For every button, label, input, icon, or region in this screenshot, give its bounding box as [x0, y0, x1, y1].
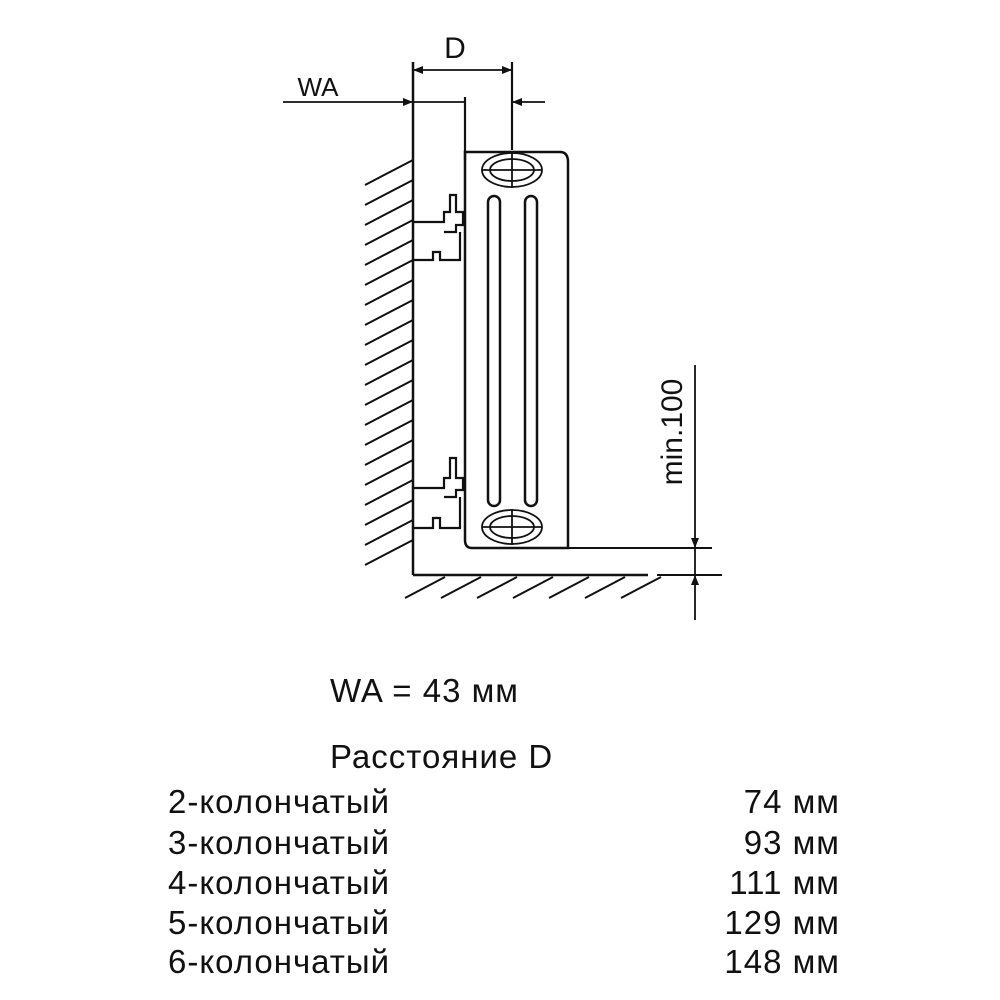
hatch-line [364, 419, 414, 446]
row-value: 129 мм [724, 904, 840, 941]
hatch-line [584, 576, 626, 599]
hatch-line [364, 479, 414, 506]
radiator-tube [523, 194, 539, 508]
row-value: 148 мм [724, 943, 840, 980]
table-title: Расстояние D [330, 738, 554, 775]
hatch-line [364, 539, 414, 566]
hatch-line [364, 459, 414, 486]
hatch-line [512, 576, 554, 599]
hatch-line [364, 519, 414, 546]
row-value: 93 мм [743, 824, 840, 861]
wall-hatching [364, 159, 414, 566]
hatch-line [404, 576, 446, 599]
hatch-line [364, 219, 414, 246]
top-connector-icon [481, 152, 543, 188]
table-row: 6-колончатый 148 мм [168, 943, 840, 983]
hatch-line [476, 576, 518, 599]
radiator-body [463, 150, 570, 550]
hatch-line [364, 379, 414, 406]
row-type: 2-колончатый [168, 783, 391, 820]
hatch-line [440, 576, 482, 599]
hatch-line [364, 299, 414, 326]
row-type: 5-колончатый [168, 904, 391, 941]
radiator-tube [486, 194, 502, 508]
table-row: 2-колончатый 74 мм [168, 783, 840, 823]
bottom-bracket [413, 456, 465, 530]
hatch-line [364, 159, 414, 186]
hatch-line [364, 339, 414, 366]
wa-value: WA = 43 мм [330, 672, 519, 709]
row-type: 4-колончатый [168, 864, 391, 901]
hatch-line [620, 576, 662, 599]
d-label: D [444, 32, 466, 65]
min-distance-label: min.100 [656, 379, 689, 486]
table-row: 3-колончатый 93 мм [168, 824, 840, 864]
hatch-line [364, 399, 414, 426]
hatch-line [364, 359, 414, 386]
hatch-line [364, 239, 414, 266]
hatch-line [364, 319, 414, 346]
hatch-line [364, 279, 414, 306]
table-row: 5-колончатый 129 мм [168, 904, 840, 944]
hatch-line [364, 259, 414, 286]
bottom-connector-icon [481, 509, 543, 545]
row-type: 6-колончатый [168, 943, 391, 980]
hatch-line [364, 499, 414, 526]
wa-label: WA [298, 72, 340, 102]
hatch-line [364, 199, 414, 226]
hatch-line [364, 179, 414, 206]
floor-hatching [404, 576, 662, 599]
row-type: 3-колончатый [168, 824, 391, 861]
row-value: 74 мм [743, 783, 840, 820]
top-bracket [413, 193, 465, 262]
row-value: 111 мм [729, 864, 840, 901]
hatch-line [364, 439, 414, 466]
hatch-line [548, 576, 590, 599]
table-row: 4-колончатый 111 мм [168, 864, 840, 904]
